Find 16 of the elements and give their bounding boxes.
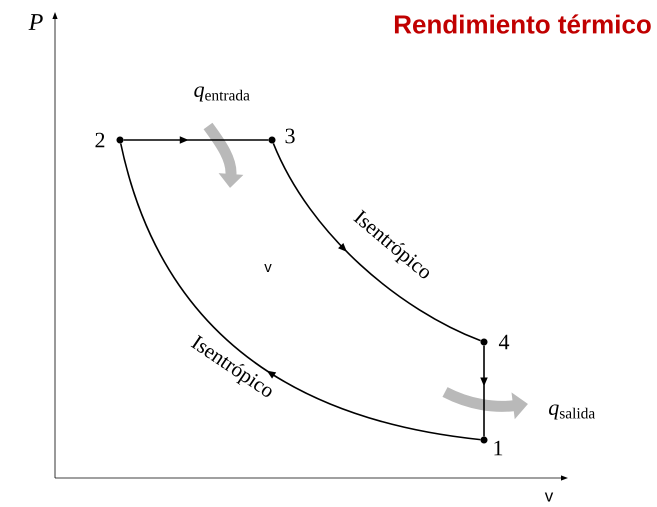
point-label: 4 bbox=[498, 334, 510, 350]
arrow bbox=[120, 143, 480, 440]
heat-label: q$_{entrada}$ bbox=[194, 86, 250, 102]
title: Rendimiento térmico bbox=[394, 14, 651, 34]
arrow bbox=[272, 143, 481, 342]
point-label: 1 bbox=[494, 440, 502, 456]
region-label: v bbox=[264, 264, 272, 272]
point-label: 2 bbox=[95, 132, 104, 148]
point-dot bbox=[480, 338, 488, 346]
axis-label: P bbox=[28, 14, 43, 30]
point-dot bbox=[480, 436, 488, 444]
axis-label: v bbox=[544, 492, 554, 502]
point-dot bbox=[116, 136, 124, 144]
heat-label: q$_{salida}$ bbox=[549, 404, 595, 420]
point-label: 3 bbox=[286, 128, 295, 144]
point-dot bbox=[268, 136, 276, 144]
